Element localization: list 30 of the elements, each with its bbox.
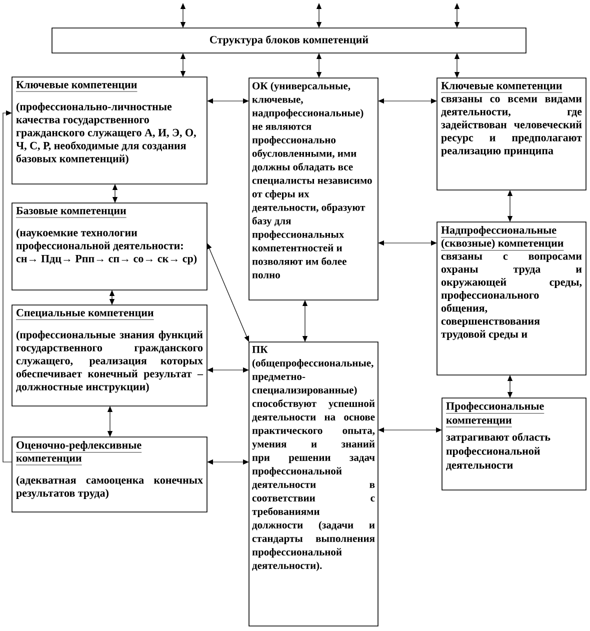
double-arrow <box>378 98 437 104</box>
double-arrow <box>107 406 113 437</box>
text-box: Ключевые компетенции связаны со всеми видами деятельности, где задействован человеческий ресурс и предполагают реализацию принципа <box>436 78 586 190</box>
text-box: Профессиональные компетенции затрагивают область профессиональной деятельности <box>442 398 586 490</box>
double-arrow <box>207 459 249 465</box>
double-arrow <box>454 53 460 78</box>
double-arrow <box>507 375 513 398</box>
text-box: Специальные компетенции (профессиональные знания функций государственного гражданского служащего, реализация которых обеспечивает конечный результат – должностные инструкции) <box>12 304 208 406</box>
arrow <box>2 110 12 462</box>
double-arrow <box>378 427 442 433</box>
double-arrow <box>378 240 437 246</box>
text-box: ОК (универсальные, ключевые, надпрофессиональные) не являются профессионально обусловленными, ими должны обладать все специалисты независимо от сферы их деятельности, образуют базу для профессиональных компетентностей и позволяют им более полно <box>248 78 378 300</box>
double-arrow <box>316 53 322 78</box>
double-arrow <box>302 300 308 342</box>
double-arrow <box>109 290 115 305</box>
double-arrow <box>316 3 322 28</box>
text-box: Ключевые компетенции (профессионально-личностные качества государственного гражданского служащего А, И, Э, О, Ч, С, Р, необходимые для создания базовых компетенций) <box>12 76 208 184</box>
title-box: Структура блоков компетенций <box>52 28 526 54</box>
double-arrow <box>206 243 250 342</box>
double-arrow <box>180 3 186 28</box>
double-arrow <box>207 98 249 104</box>
text-box: Надпрофессиональные (сквозные) компетенции связаны с вопросами охраны труда и окружающей среды, профессионального общения, совершенствования трудовой среды и <box>436 222 586 376</box>
double-arrow <box>454 3 460 28</box>
double-arrow <box>112 184 118 203</box>
text-box: Оценочно-рефлексивные компетенции (адекватная самооценка конечных результатов труда) <box>12 436 208 512</box>
double-arrow <box>507 190 513 222</box>
double-arrow <box>180 53 186 77</box>
text-box: Базовые компетенции (наукоемкие технологии профессиональной деятельности: сн→ Пдц→ Рпп→ сп→ со→ ск→ ср) <box>12 202 208 290</box>
double-arrow <box>207 367 249 373</box>
text-box: ПК (общепрофессиональные, предметно-специализированные) способствуют успешной деятельности на основе практического опыта, умения и знаний при решении задач профессиональной деятельности в соответствии с требованиями должности (задачи и стандарты выполнения профессиональной деятельности). <box>248 342 378 626</box>
